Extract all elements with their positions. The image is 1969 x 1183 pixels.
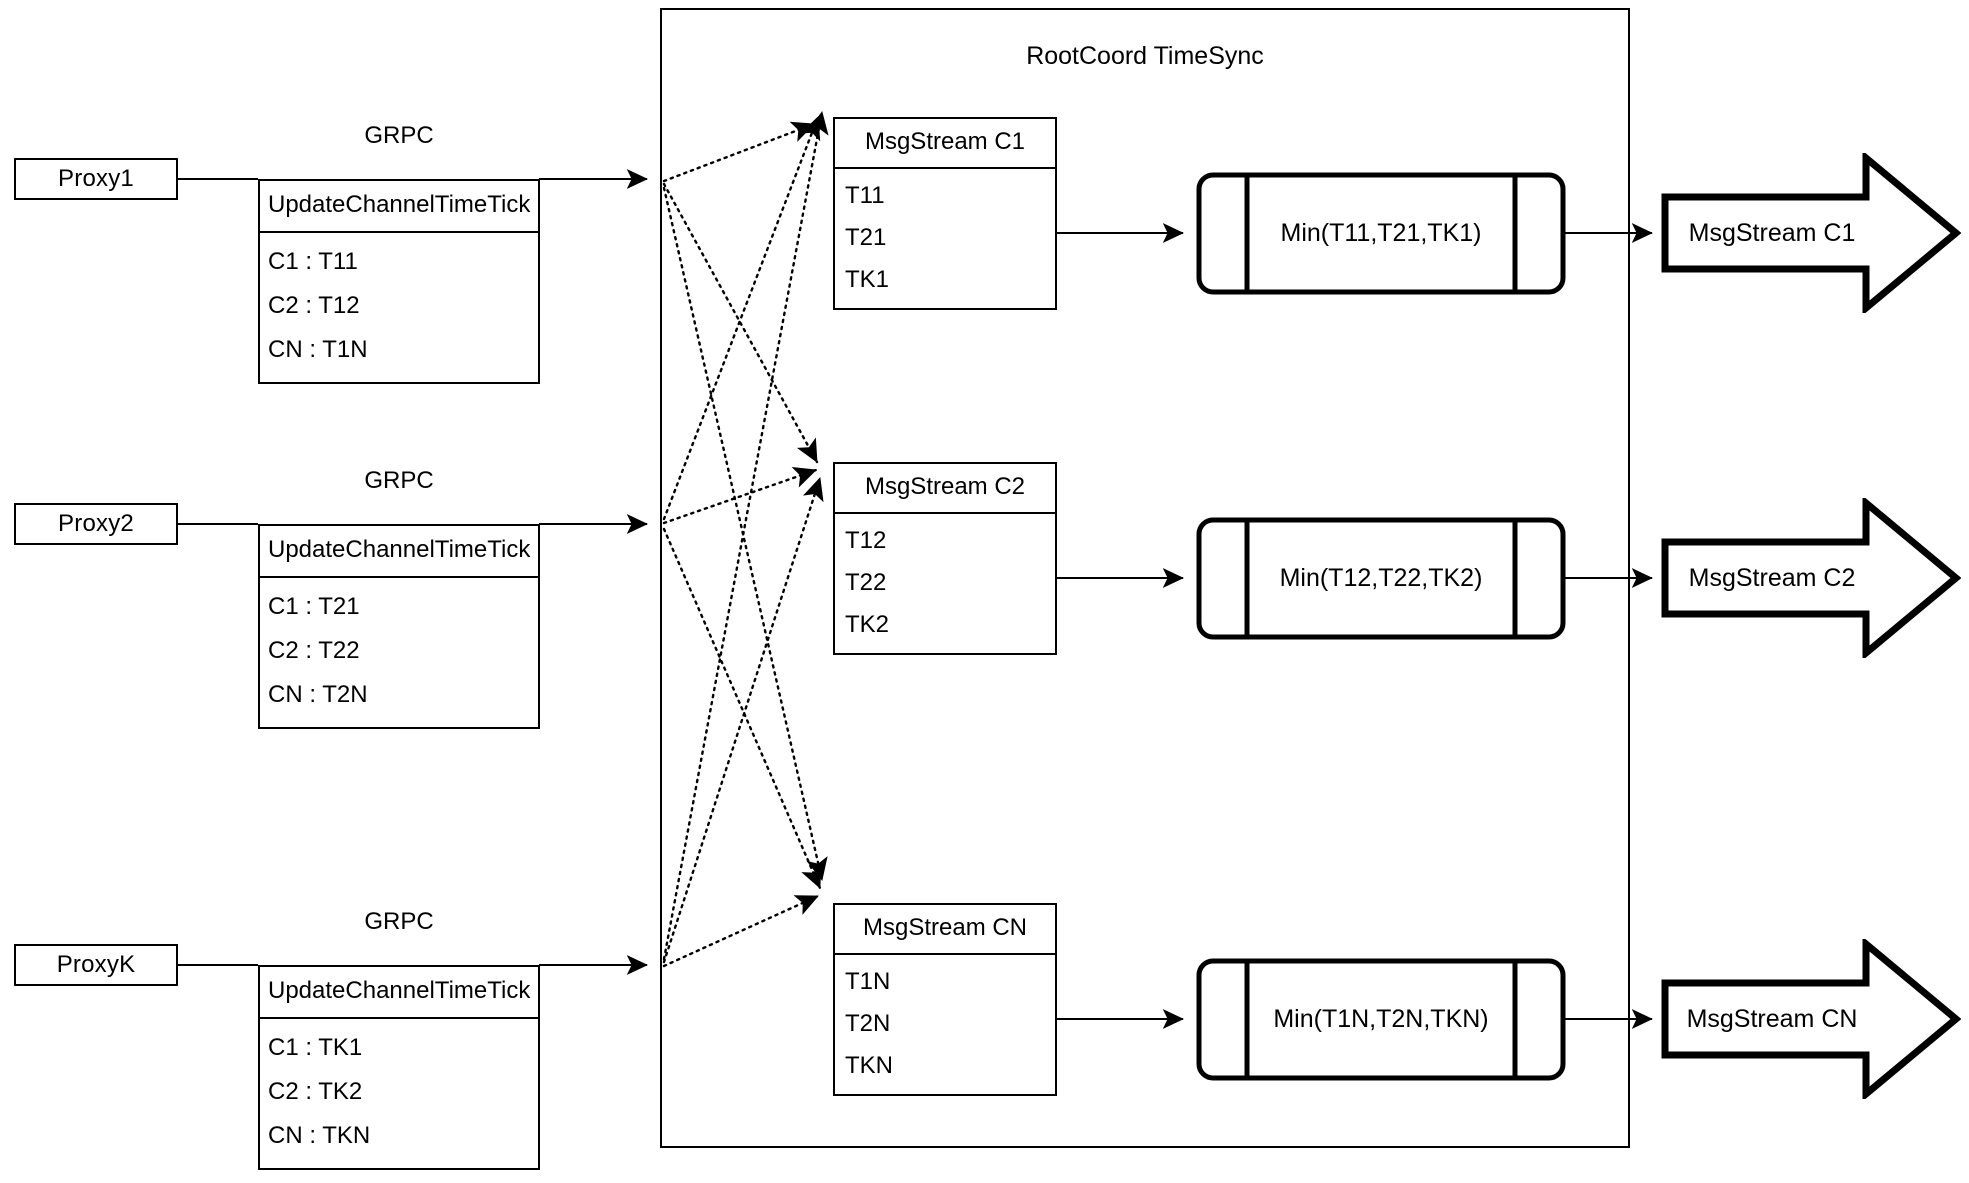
rpc-channel-list: C1 : T21 C2 : T22 CN : T2N [260, 578, 538, 727]
proxy-label: ProxyK [56, 951, 136, 978]
rpc-channel-row: CN : T1N [268, 336, 368, 364]
output-arrow-label: MsgStream C2 [1688, 563, 1856, 592]
msgstream-box-cn: MsgStream CN T1N T2N TKN [833, 903, 1057, 1096]
rpc-channel-row: C2 : T12 [268, 291, 360, 319]
proxy-box-2[interactable]: Proxy2 [14, 503, 178, 545]
min-process-label: Min(T12,T22,TK2) [1279, 564, 1483, 592]
msgstream-tick-row: T1N [845, 968, 891, 996]
proxy-to-rpc-links [177, 178, 258, 966]
min-process-c2: Min(T12,T22,TK2) [1196, 517, 1566, 640]
min-process-cn: Min(T1N,T2N,TKN) [1196, 958, 1566, 1081]
rpc-channel-list: C1 : TK1 C2 : TK2 CN : TKN [260, 1019, 538, 1168]
rpc-channel-list: C1 : T11 C2 : T12 CN : T1N [260, 233, 538, 382]
proxy-box-1[interactable]: Proxy1 [14, 158, 178, 200]
rpc-box-k: UpdateChannelTimeTick C1 : TK1 C2 : TK2 … [258, 965, 540, 1170]
output-arrow-c2: MsgStream C2 [1661, 498, 1961, 658]
rpc-box-1: UpdateChannelTimeTick C1 : T11 C2 : T12 … [258, 179, 540, 384]
min-process-label: Min(T1N,T2N,TKN) [1273, 1005, 1489, 1033]
msgstream-tick-row: T21 [845, 223, 887, 251]
msgstream-title: MsgStream C1 [835, 119, 1055, 169]
proxy-label: Proxy1 [58, 165, 134, 192]
msgstream-tick-row: T11 [845, 182, 885, 210]
min-process-c1: Min(T11,T21,TK1) [1196, 172, 1566, 295]
msgstream-tick-row: T22 [845, 568, 887, 596]
output-arrow-label: MsgStream C1 [1688, 218, 1856, 247]
msgstream-tick-list: T12 T22 TK2 [835, 514, 1055, 653]
msgstream-tick-list: T11 T21 TK1 [835, 169, 1055, 308]
msgstream-title: MsgStream CN [835, 905, 1055, 955]
rpc-channel-row: CN : T2N [268, 681, 368, 709]
msgstream-tick-row: T2N [845, 1009, 891, 1037]
rpc-method-title: UpdateChannelTimeTick [260, 181, 538, 233]
rpc-channel-row: C1 : TK1 [268, 1033, 363, 1061]
rpc-channel-row: C2 : TK2 [268, 1077, 363, 1105]
proxy-box-k[interactable]: ProxyK [14, 944, 178, 986]
rpc-channel-row: C1 : T21 [268, 592, 360, 620]
msgstream-box-c2: MsgStream C2 T12 T22 TK2 [833, 462, 1057, 655]
rpc-method-title: UpdateChannelTimeTick [260, 967, 538, 1019]
output-arrow-c1: MsgStream C1 [1661, 153, 1961, 313]
msgstream-tick-list: T1N T2N TKN [835, 955, 1055, 1094]
rpc-channel-row: C2 : T22 [268, 636, 360, 664]
msgstream-tick-row: TK2 [845, 610, 890, 638]
msgstream-tick-row: TK1 [845, 265, 890, 293]
grpc-request-arrows [539, 169, 648, 975]
rpc-box-2: UpdateChannelTimeTick C1 : T21 C2 : T22 … [258, 524, 540, 729]
rootcoord-title: RootCoord TimeSync [1026, 42, 1264, 70]
grpc-label-1: GRPC [364, 122, 434, 149]
msgstream-tick-row: TKN [845, 1051, 893, 1079]
min-process-label: Min(T11,T21,TK1) [1280, 219, 1482, 247]
output-arrow-cn: MsgStream CN [1661, 939, 1961, 1099]
rpc-channel-row: CN : TKN [268, 1122, 371, 1150]
proxy-label: Proxy2 [58, 510, 134, 537]
msgstream-box-c1: MsgStream C1 T11 T21 TK1 [833, 117, 1057, 310]
grpc-label-k: GRPC [364, 908, 434, 935]
msgstream-tick-row: T12 [845, 527, 887, 555]
rpc-channel-row: C1 : T11 [268, 247, 358, 275]
rpc-method-title: UpdateChannelTimeTick [260, 526, 538, 578]
grpc-label-2: GRPC [364, 467, 434, 494]
output-arrow-label: MsgStream CN [1686, 1004, 1858, 1033]
msgstream-title: MsgStream C2 [835, 464, 1055, 514]
